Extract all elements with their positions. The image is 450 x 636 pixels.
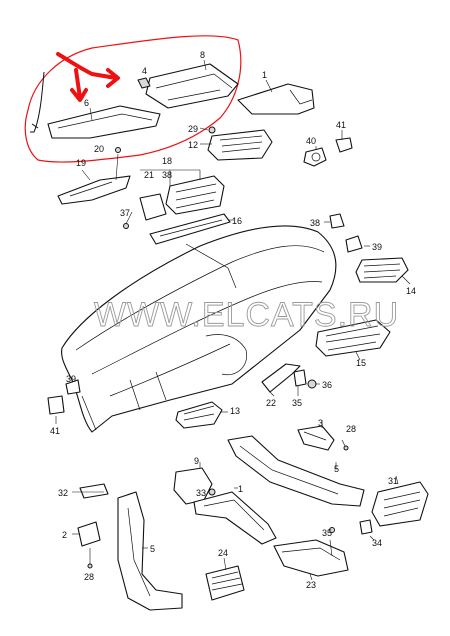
callout: 2 <box>62 530 67 540</box>
callout: 38 <box>310 218 320 228</box>
part-24-grille <box>205 565 245 601</box>
part-5-duct <box>117 491 183 611</box>
callout: 31 <box>388 476 398 486</box>
callout: 39 <box>66 374 76 384</box>
part-30-vent <box>371 481 429 527</box>
part-3-bracket <box>297 425 335 451</box>
black-pen-scribble <box>30 71 45 133</box>
part-39-sensor-left <box>47 395 65 415</box>
callout: 21 <box>144 170 154 180</box>
leader-lines <box>55 59 411 581</box>
part-23-duct <box>273 539 349 577</box>
part-37-screw <box>123 223 129 229</box>
part-8-duct <box>47 105 161 139</box>
callout: 16 <box>232 216 242 226</box>
part-28-screw-left <box>87 563 93 569</box>
callout: 9 <box>194 456 199 466</box>
callout: 15 <box>356 358 366 368</box>
part-13-vent <box>175 401 223 429</box>
part-34-clip <box>293 369 307 387</box>
callout: 5 <box>150 544 155 554</box>
callout: 6 <box>84 98 89 108</box>
part-36-clip <box>359 519 373 535</box>
part-38-clip <box>329 213 345 229</box>
part-10-duct <box>193 491 277 545</box>
part-33-screw <box>329 527 335 533</box>
callout: 35 <box>292 398 302 408</box>
callout: 5 <box>334 464 339 474</box>
callout: 40 <box>306 136 316 146</box>
part-32-screw <box>208 488 216 496</box>
callout: 22 <box>266 398 276 408</box>
part-22-hose <box>261 363 301 393</box>
callout: 41 <box>50 426 60 436</box>
part-2-bracket <box>77 521 101 547</box>
part-14-vent <box>355 257 409 283</box>
part-17-vent <box>165 175 225 215</box>
callout: 33 <box>196 488 206 498</box>
part-28-screw-right <box>343 445 349 451</box>
part-20-actuator <box>139 193 167 221</box>
part-29-clip <box>208 126 216 134</box>
callout: 19 <box>76 158 86 168</box>
callout: 24 <box>218 548 228 558</box>
part-39-sensor <box>345 235 363 253</box>
red-circle-annotation <box>24 35 242 163</box>
callout: 38 <box>162 170 172 180</box>
part-41-sensor <box>303 147 327 167</box>
callout: 4 <box>142 66 147 76</box>
part-1-duct <box>237 83 315 115</box>
part-31-clip <box>79 483 109 499</box>
red-arrow-annotation <box>56 52 118 80</box>
callout: 8 <box>200 50 205 60</box>
part-40-sensor <box>335 137 353 153</box>
callout: 13 <box>230 406 240 416</box>
callout: 23 <box>306 580 316 590</box>
part-18-bracket <box>57 175 131 205</box>
part-19-screw <box>115 147 121 153</box>
callout: 34 <box>372 538 382 548</box>
callout: 28 <box>84 572 94 582</box>
part-38-clip-left <box>65 379 81 395</box>
callout: 20 <box>94 144 104 154</box>
callout: 1 <box>262 70 267 80</box>
part-16-trim <box>149 213 231 245</box>
red-arrow-head-down <box>70 88 88 102</box>
part-4-clip <box>137 77 151 89</box>
callout-labels: 8 4 1 6 29 12 41 40 20 19 18 21 38 37 16… <box>50 50 416 590</box>
red-arrow-head-right <box>106 68 120 88</box>
callout: 37 <box>120 208 130 218</box>
watermark-text: WWW.ELCATS.RU <box>94 296 399 334</box>
part-12-vent <box>207 129 273 161</box>
callout: 1 <box>238 484 243 494</box>
callout: 29 <box>188 124 198 134</box>
callout: 14 <box>406 286 416 296</box>
callout: 3 <box>318 418 323 428</box>
callout: 12 <box>188 140 198 150</box>
callout: 41 <box>336 120 346 130</box>
part-9-duct <box>145 63 239 109</box>
red-arrow-annotation-down <box>74 68 82 100</box>
callout: 18 <box>162 156 172 166</box>
callout: 39 <box>372 242 382 252</box>
part-6-duct <box>227 435 365 507</box>
part-35-nut <box>307 379 317 389</box>
callout: 28 <box>346 424 356 434</box>
callout: 32 <box>58 488 68 498</box>
callout: 36 <box>322 380 332 390</box>
callout: 35 <box>322 528 332 538</box>
